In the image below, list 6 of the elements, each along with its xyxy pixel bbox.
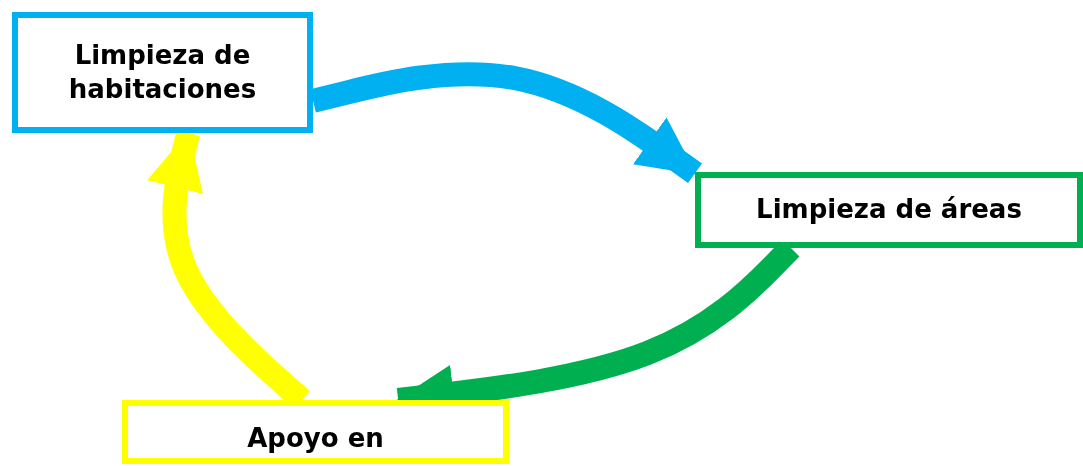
process-box (695, 172, 1083, 248)
box-label: Apoyo en (247, 422, 384, 455)
box-label: Limpieza de habitaciones (67, 38, 258, 106)
process-box (12, 12, 313, 133)
process-box (122, 400, 509, 464)
box-label: Limpieza de áreas (756, 193, 1022, 227)
